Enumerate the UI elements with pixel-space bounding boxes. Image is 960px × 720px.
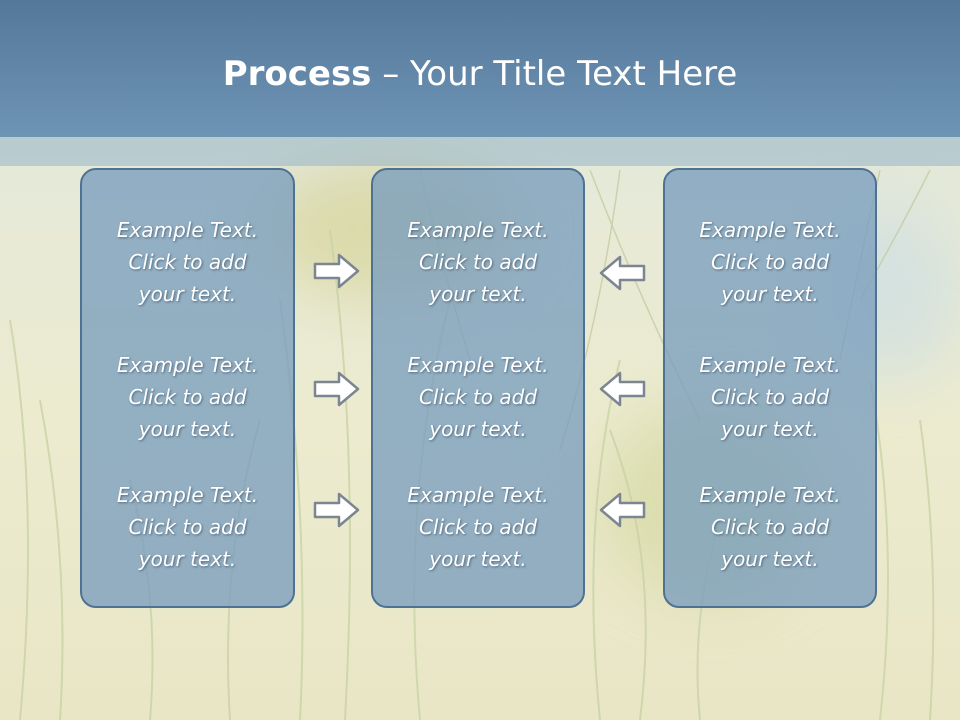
arrow-right-icon bbox=[313, 492, 360, 528]
process-panel-center[interactable]: Example Text. Click to add your text. Ex… bbox=[371, 168, 585, 608]
arrow-left-icon bbox=[599, 492, 646, 528]
title-header-bar bbox=[0, 0, 960, 137]
arrow-right-icon bbox=[313, 371, 360, 407]
slide-title[interactable]: Process – Your Title Text Here bbox=[0, 52, 960, 96]
title-rest: – Your Title Text Here bbox=[371, 54, 738, 94]
arrow-left-icon bbox=[599, 371, 646, 407]
panel-text-box[interactable]: Example Text. Click to add your text. bbox=[407, 353, 549, 441]
panel-text-box[interactable]: Example Text. Click to add your text. bbox=[407, 218, 549, 306]
panel-text-box[interactable]: Example Text. Click to add your text. bbox=[116, 218, 259, 306]
arrow-left-icon bbox=[599, 255, 646, 291]
header-band bbox=[0, 137, 960, 166]
process-panel-left[interactable]: Example Text. Click to add your text. Ex… bbox=[80, 168, 295, 608]
panel-text-box[interactable]: Example Text. Click to add your text. bbox=[699, 218, 841, 306]
arrow-right-icon bbox=[313, 253, 360, 289]
panel-text-box[interactable]: Example Text. Click to add your text. bbox=[699, 353, 841, 441]
panel-text-box[interactable]: Example Text. Click to add your text. bbox=[699, 483, 841, 571]
process-panel-right[interactable]: Example Text. Click to add your text. Ex… bbox=[663, 168, 877, 608]
title-bold: Process bbox=[222, 54, 372, 94]
panel-text-box[interactable]: Example Text. Click to add your text. bbox=[116, 353, 259, 441]
panel-text-box[interactable]: Example Text. Click to add your text. bbox=[116, 483, 259, 571]
panel-text-box[interactable]: Example Text. Click to add your text. bbox=[407, 483, 549, 571]
